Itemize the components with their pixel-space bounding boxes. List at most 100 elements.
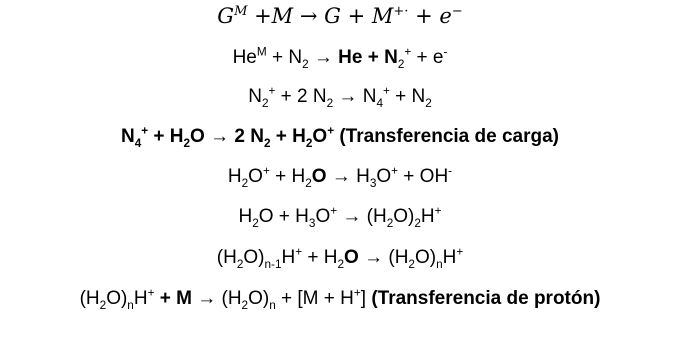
- reaction-text: O: [376, 166, 392, 187]
- reaction-text: O): [243, 247, 265, 268]
- reaction-superscript: +: [141, 124, 149, 138]
- reaction-text: H: [420, 206, 435, 227]
- reaction-subscript: 2: [425, 96, 432, 110]
- reaction-subscript: 2: [326, 96, 334, 110]
- reaction-helium-metastable: HeM + N2 → He + N2+ + e-: [0, 46, 680, 70]
- reaction-superscript: M: [234, 4, 248, 19]
- reaction-text: + OH: [398, 166, 449, 187]
- reaction-text: + 2 N: [275, 86, 327, 107]
- reaction-superscript: +: [268, 84, 276, 98]
- reaction-subscript: 2: [263, 136, 271, 150]
- reaction-text: O): [106, 288, 128, 309]
- reaction-subscript: 2: [337, 257, 345, 271]
- reaction-charge-transfer: N4+ + H2O → 2 N2 + H2O+ (Transferencia d…: [0, 125, 680, 149]
- reaction-text: → H: [326, 166, 370, 187]
- reaction-subscript: 2: [408, 257, 415, 271]
- reaction-text: +M → G + M: [247, 4, 394, 28]
- reaction-bold-text: O: [344, 247, 359, 268]
- reaction-superscript: +: [434, 204, 442, 218]
- reaction-bold-text: He + N: [338, 47, 398, 68]
- reaction-hydronium-formation: H2O+ + H2O → H3O+ + OH-: [0, 165, 680, 189]
- reaction-superscript: -: [448, 164, 453, 178]
- reaction-subscript: n: [269, 298, 276, 312]
- reaction-subscript: 3: [369, 176, 377, 190]
- reaction-text: H: [227, 166, 242, 187]
- reaction-superscript: +: [456, 245, 464, 259]
- reaction-subscript: n: [127, 298, 134, 312]
- reaction-nitrogen-cluster: N2+ + 2 N2 → N4+ + N2: [0, 85, 680, 109]
- reaction-subscript: 2: [183, 136, 191, 150]
- reaction-text: N: [120, 126, 135, 147]
- reaction-text: O + H: [258, 206, 309, 227]
- reaction-text: → (H: [358, 247, 409, 268]
- reaction-dimer-formation: H2O + H3O+ → (H2O)2H+: [0, 205, 680, 229]
- reaction-text: + H: [302, 247, 338, 268]
- reaction-text: (H: [79, 288, 100, 309]
- reaction-text: O): [414, 247, 437, 268]
- reaction-subscript: 2: [99, 298, 107, 312]
- reaction-superscript: +: [295, 245, 303, 259]
- reaction-subscript: 2: [252, 216, 259, 230]
- reaction-text: ]: [360, 288, 367, 309]
- reaction-bold-text: O: [311, 166, 327, 187]
- reaction-subscript: 2: [397, 57, 405, 71]
- reaction-superscript: +: [391, 164, 399, 178]
- reaction-text: O → 2 N: [190, 126, 264, 147]
- reaction-text: He: [232, 47, 257, 68]
- reaction-superscript: +: [330, 204, 338, 218]
- reaction-subscript: 2: [241, 176, 249, 190]
- reaction-superscript: +: [262, 164, 270, 178]
- reaction-text: H: [281, 247, 296, 268]
- reaction-text: + N: [266, 47, 303, 68]
- reaction-text: O: [315, 206, 331, 227]
- reaction-subscript: 2: [241, 298, 249, 312]
- reaction-penning-ionization: GM +M → G + M+· + e−: [0, 4, 680, 28]
- reaction-superscript: +: [353, 286, 361, 300]
- reaction-superscript: +: [147, 286, 155, 300]
- reaction-superscript: +: [404, 45, 412, 59]
- reaction-cluster-growth: (H2O)n-1H+ + H2O → (H2O)nH+: [0, 246, 680, 270]
- reaction-text: + [M + H: [275, 288, 354, 309]
- reaction-superscript: +·: [393, 4, 409, 19]
- reaction-text: + N: [389, 86, 426, 107]
- reaction-text: (H: [216, 247, 237, 268]
- reaction-text: O): [393, 206, 415, 227]
- reaction-subscript: 2: [305, 176, 312, 190]
- reaction-text: G: [217, 4, 235, 28]
- reaction-text: + e: [411, 47, 444, 68]
- reaction-subscript: 4: [134, 136, 142, 150]
- reaction-subscript: n-1: [264, 257, 282, 271]
- reaction-superscript: M: [256, 45, 267, 59]
- reaction-text: O): [248, 288, 270, 309]
- reaction-text: → (H: [337, 206, 387, 227]
- reaction-text: →: [308, 47, 339, 68]
- reaction-superscript: +: [327, 124, 335, 138]
- reaction-subscript: 4: [376, 96, 383, 110]
- reaction-text: H: [442, 247, 457, 268]
- reaction-text: + H: [148, 126, 184, 147]
- reaction-text: + H: [269, 166, 306, 187]
- reaction-bold-text: + M: [154, 288, 192, 309]
- reaction-superscript: −: [451, 4, 463, 19]
- reaction-text: H: [133, 288, 148, 309]
- reaction-superscript: -: [443, 45, 448, 59]
- reaction-label: (Transferencia de protón): [366, 288, 601, 309]
- reaction-text: + H: [270, 126, 306, 147]
- reaction-superscript: +: [382, 84, 390, 98]
- reaction-text: O: [312, 126, 328, 147]
- reaction-subscript: 3: [308, 216, 316, 230]
- reaction-text: + e: [408, 4, 452, 28]
- reaction-subscript: 2: [414, 216, 421, 230]
- reaction-label: (Transferencia de carga): [334, 126, 560, 147]
- reaction-text: O: [248, 166, 263, 187]
- reaction-text: → (H: [191, 288, 242, 309]
- reaction-text: H: [238, 206, 253, 227]
- reaction-subscript: 2: [386, 216, 394, 230]
- reaction-subscript: 2: [302, 57, 309, 71]
- reaction-proton-transfer: (H2O)nH+ + M → (H2O)n + [M + H+] (Transf…: [0, 287, 680, 311]
- reaction-text: → N: [333, 86, 377, 107]
- reaction-subscript: 2: [305, 136, 313, 150]
- reaction-subscript: 2: [236, 257, 244, 271]
- reaction-text: N: [248, 86, 262, 107]
- reaction-subscript: n: [436, 257, 443, 271]
